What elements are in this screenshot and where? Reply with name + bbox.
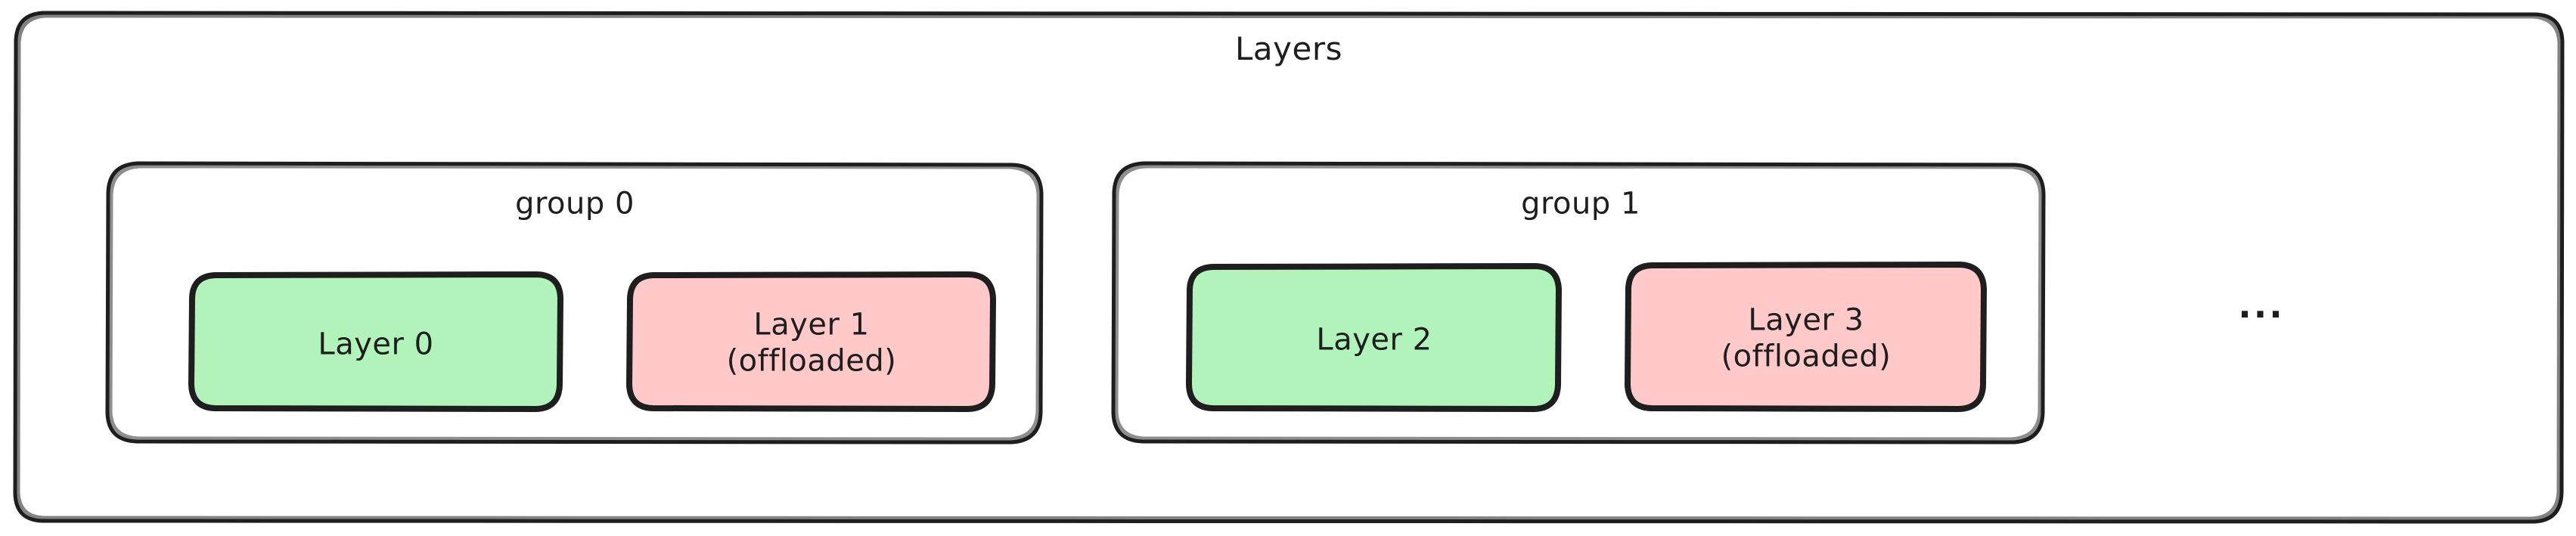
- layer-1-shape[interactable]: [626, 271, 996, 412]
- group-0-shape: [105, 161, 1044, 445]
- layer-2-shape[interactable]: [1186, 263, 1562, 412]
- layers-container-shape: [13, 11, 2565, 524]
- group-1-shape: [1111, 161, 2046, 445]
- layer-0-shape[interactable]: [188, 271, 563, 412]
- layer-3-shape[interactable]: [1625, 262, 1987, 412]
